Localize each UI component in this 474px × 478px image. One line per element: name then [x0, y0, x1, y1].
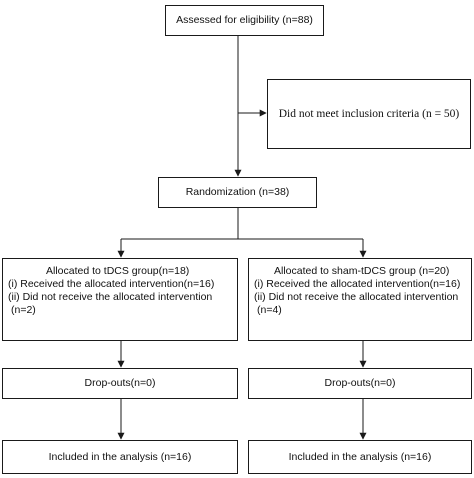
sham-group-received: (i) Received the allocated intervention(… — [254, 278, 461, 290]
sham-group-not-received: (ii) Did not receive the allocated inter… — [254, 291, 459, 303]
dropouts-tdcs-box: Drop-outs(n=0) — [2, 368, 238, 399]
tdcs-group-not-received-n: (n=2) — [11, 304, 36, 316]
dropouts-sham-box: Drop-outs(n=0) — [248, 368, 472, 399]
excluded-text: Did not meet inclusion criteria (n = 50) — [278, 107, 460, 120]
tdcs-group-box: Allocated to tDCS group(n=18) (i) Receiv… — [2, 258, 238, 341]
dropouts-tdcs-text: Drop-outs(n=0) — [84, 377, 156, 389]
tdcs-group-title: Allocated to tDCS group(n=18) — [46, 265, 190, 277]
sham-group-title: Allocated to sham-tDCS group (n=20) — [274, 265, 450, 277]
included-sham-text: Included in the analysis (n=16) — [288, 450, 432, 463]
randomization-box: Randomization (n=38) — [158, 177, 317, 208]
tdcs-group-not-received: (ii) Did not receive the allocated inter… — [8, 291, 213, 303]
randomization-text: Randomization (n=38) — [185, 186, 290, 198]
sham-group-not-received-n: (n=4) — [257, 304, 282, 316]
dropouts-sham-text: Drop-outs(n=0) — [324, 377, 396, 389]
eligibility-text: Assessed for eligibility (n=88) — [176, 14, 313, 26]
included-tdcs-box: Included in the analysis (n=16) — [2, 440, 238, 474]
tdcs-group-received: (i) Received the allocated intervention(… — [8, 278, 215, 290]
eligibility-box: Assessed for eligibility (n=88) — [165, 5, 324, 36]
included-tdcs-text: Included in the analysis (n=16) — [48, 450, 192, 463]
sham-group-box: Allocated to sham-tDCS group (n=20) (i) … — [248, 258, 472, 341]
excluded-box: Did not meet inclusion criteria (n = 50) — [267, 79, 471, 149]
included-sham-box: Included in the analysis (n=16) — [248, 440, 472, 474]
